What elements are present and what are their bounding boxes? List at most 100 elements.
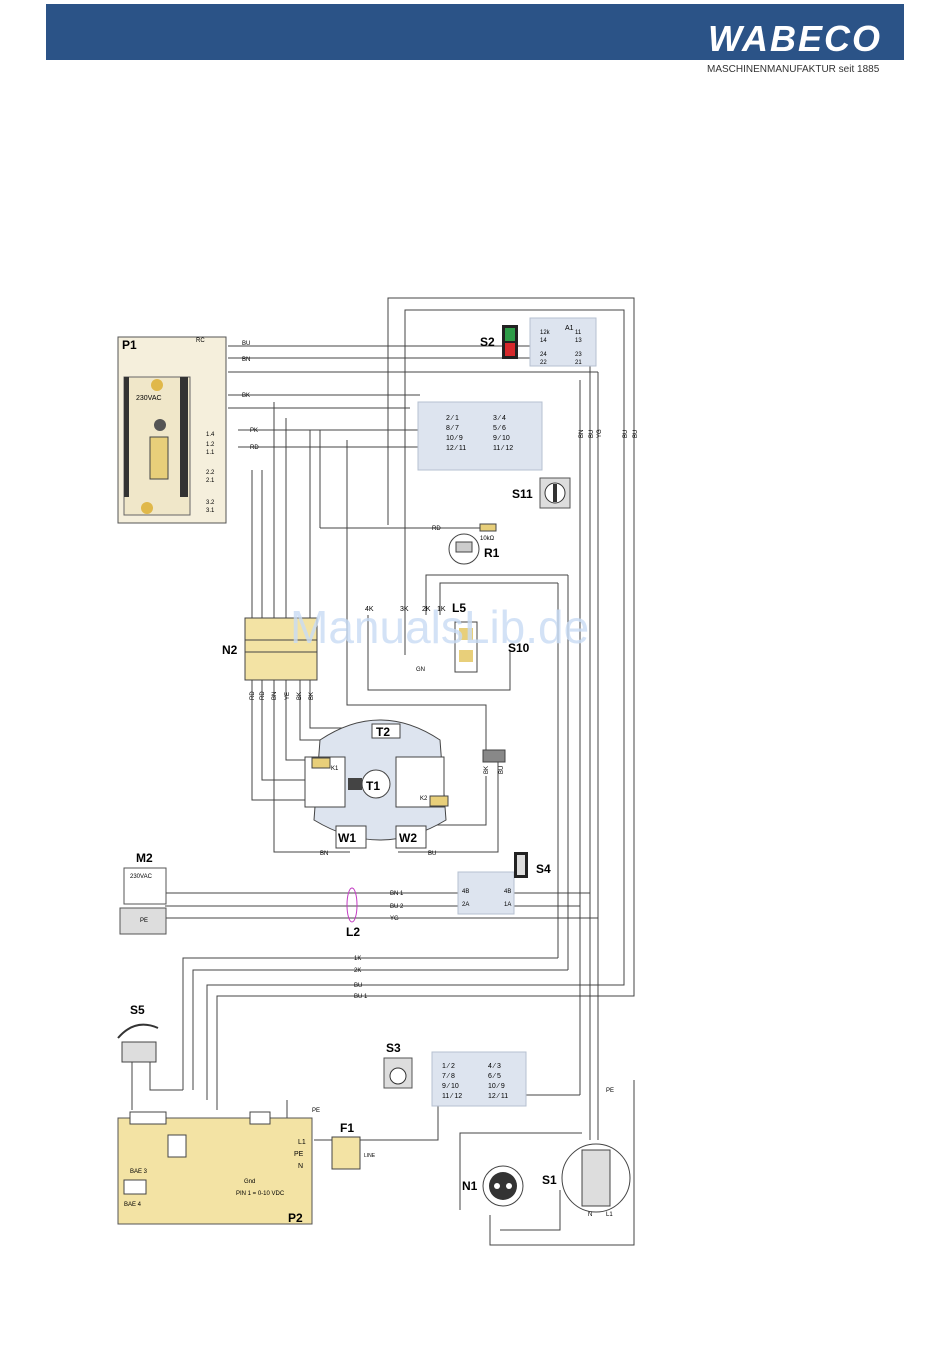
s11-contact-e: 10 ⁄ 9 [446,435,463,442]
p2-label: P2 [288,1211,303,1225]
s2-pin-21: 21 [575,360,582,366]
p1-voltage: 230VAC [136,395,162,402]
s11-contact-b: 3 ⁄ 4 [493,415,506,422]
wire-bn-label: BN [242,357,250,363]
n2-label: N2 [222,643,238,657]
bus-bu1: BU 1 [354,994,368,1000]
watermark: ManualsLib.de [290,601,589,653]
k2-label: K2 [420,796,428,802]
motor-bn-bottom: BN [320,851,328,857]
s11-contact-c: 8 ⁄ 7 [446,425,459,432]
p1-term-21: 2.1 [206,478,215,484]
n2-bk-2: BK [309,692,315,700]
l5-label: L5 [452,601,466,615]
s3-label: S3 [386,1041,401,1055]
p2-pin: PIN 1 = 0-10 VDC [236,1191,285,1197]
bus-bu-lower: BU [354,983,362,989]
motor-bk: BK [484,766,490,774]
r1-label: R1 [484,546,500,560]
p2-pe: PE [294,1151,304,1158]
bus-bn: BN [579,430,585,438]
s1-l1: L1 [606,1212,613,1218]
p1-term-11: 1.1 [206,450,215,456]
wire-yg: YG [390,916,399,922]
n2-ye: YE [285,692,291,700]
header-bar: WABECO [46,4,904,60]
brand-logo: WABECO [708,18,882,59]
n2-rd: RD [250,691,256,700]
bus-labels: BN BU YG BU BU [579,429,639,438]
r1-rd-label: RD [432,526,441,532]
s3-contact-d: 6 ⁄ 5 [488,1073,501,1080]
p1-term-22: 2.2 [206,470,215,476]
s11-contact-h: 11 ⁄ 12 [493,445,513,452]
f1-label: F1 [340,1121,354,1135]
bus-1k: 1K [354,956,361,962]
s4-pin-4b: 4B [462,889,469,895]
p1-rc-label: RC [196,338,205,344]
wire-4k: 4K [365,606,374,613]
motor-bu-bottom: BU [428,851,436,857]
wire-bn1: BN 1 [390,891,404,897]
s10-gn-label: GN [416,667,425,673]
s11-contact-d: 5 ⁄ 6 [493,425,506,432]
s2-pin-13: 13 [575,338,582,344]
wire-2k: 2K [422,606,431,613]
s5-sensor: S5 [117,1003,159,1063]
p2-gnd: Gnd [244,1179,255,1185]
s3-contact-g: 11 ⁄ 12 [442,1093,462,1100]
bus-bu: BU [589,430,595,438]
s2-switch: S2 A1 12k 14 11 13 24 22 23 21 [480,317,597,367]
p1-panel: P1 230VAC RC 1.4 1.2 1.1 2.2 2.1 3.2 3.1 [117,336,227,524]
wire-pk-label: PK [250,428,258,434]
n2-wire-labels: RD RD BN YE BK BK [250,691,315,700]
p1-term-14: 1.4 [206,432,215,438]
s3-contact-c: 7 ⁄ 8 [442,1073,455,1080]
p2-bae3: BAE 3 [130,1169,148,1175]
s3-switch: S3 1 ⁄ 2 4 ⁄ 3 7 ⁄ 8 6 ⁄ 5 9 ⁄ 10 10 ⁄ 9… [383,1041,527,1107]
s11-label: S11 [512,487,533,501]
bus-2k: 2K [354,968,361,974]
p1-term-32: 3.2 [206,500,215,506]
m2-voltage: 230VAC [130,874,153,880]
wire-bk-label: BK [242,393,250,399]
s2-pin-11: 11 [575,330,582,336]
s4-pin-4b-2: 4B [504,889,511,895]
s3-contact-h: 12 ⁄ 11 [488,1093,508,1100]
n1-socket: N1 [462,1165,524,1207]
s1-main-switch: S1 N L1 PE [542,1088,631,1218]
l2-label: L2 [346,925,360,939]
s4-switch: S4 4B 2A 4B 1A [457,852,551,915]
s4-pin-1a: 1A [504,902,511,908]
s2-pin-24: 24 [540,352,547,358]
s5-label: S5 [130,1003,145,1017]
f1-line: LINE [364,1153,376,1159]
k1-label: K1 [331,766,339,772]
s2-pin-23: 23 [575,352,582,358]
s11-switch: 2 ⁄ 1 3 ⁄ 4 8 ⁄ 7 5 ⁄ 6 10 ⁄ 9 9 ⁄ 10 12… [417,401,571,509]
p2-l1: L1 [298,1139,306,1146]
s2-a1: A1 [565,325,574,332]
p2-board: P2 BAE 3 BAE 4 Gnd PIN 1 = 0-10 VDC L1 P… [117,1108,320,1225]
p2-bae4: BAE 4 [124,1202,142,1208]
p1-label: P1 [122,338,137,352]
s4-label: S4 [536,862,551,876]
s11-contact-a: 2 ⁄ 1 [446,415,459,422]
n2-rd-2: RD [260,691,266,700]
s3-contact-e: 9 ⁄ 10 [442,1083,459,1090]
wire-1k: 1K [437,606,446,613]
f1-filter: F1 LINE [331,1121,376,1170]
w1-label: W1 [338,831,356,845]
s2-pin-22: 22 [540,360,547,366]
n1-label: N1 [462,1179,478,1193]
s3-contact-b: 4 ⁄ 3 [488,1063,501,1070]
s11-contact-f: 9 ⁄ 10 [493,435,510,442]
w2-label: W2 [399,831,417,845]
motor-assembly: T1 K1 K2 T2 W1 W2 BK BU BN BU [304,719,506,857]
r1-potentiometer: 10kΩ RD R1 [432,523,500,565]
brand-tagline: MASCHINENMANUFAKTUR seit 1885 [707,64,880,75]
s2-pin-12k: 12k [540,330,551,336]
bus-bu-3: BU [633,430,639,438]
ground-pe: PE [312,1108,320,1114]
